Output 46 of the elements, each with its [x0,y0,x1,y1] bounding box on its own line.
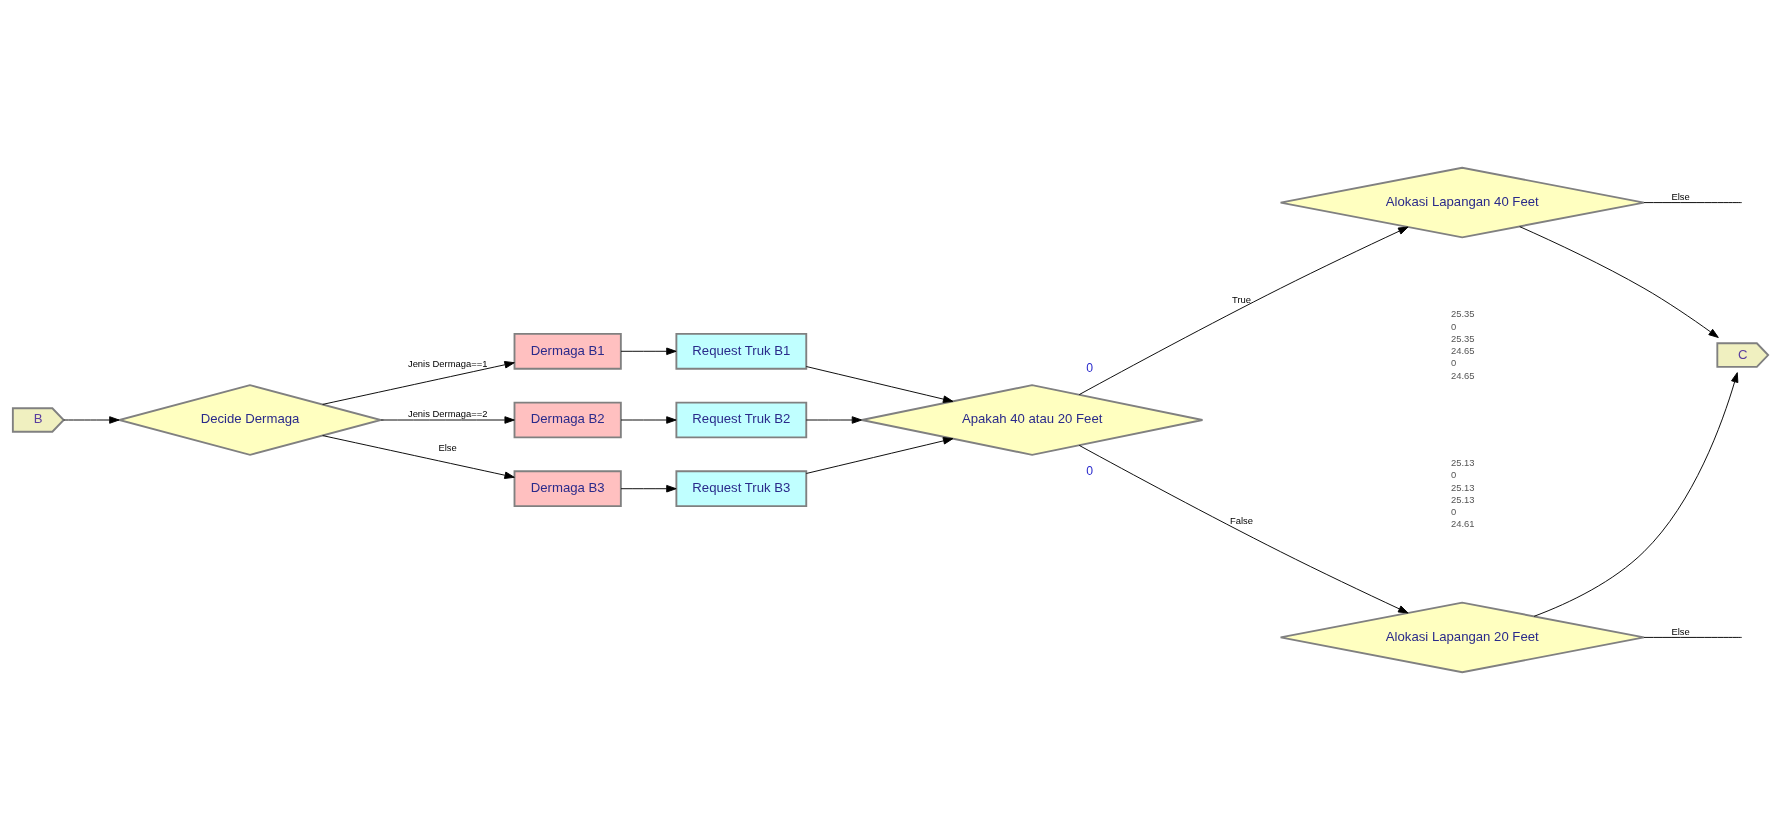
label: 24.61 [1450,517,1475,529]
node-box: Dermaga B2 [513,401,622,438]
connector [1643,636,1743,638]
node-label: 0 [1086,359,1093,374]
node-box: Dermaga B1 [513,332,622,370]
edge-label: Jenis Dermaga==1 [407,357,488,369]
arrow [63,415,120,424]
label: 0 [1450,505,1457,517]
arrow [1078,226,1409,395]
node-diamond: Alokasi Lapangan 40 Feet [1279,166,1645,238]
connector [1643,201,1743,203]
label: 25.13 [1450,456,1475,468]
label: 24.65 [1450,369,1475,381]
arrow [1519,225,1719,338]
arrow [322,360,515,405]
label: 25.13 [1450,481,1475,493]
edge-label: Else [1671,190,1690,202]
arrow [620,415,677,424]
label: 25.35 [1450,307,1475,319]
label: 0 [1450,468,1457,480]
arrow [322,434,515,479]
arrow [1078,444,1409,613]
label: 0 [1450,320,1457,332]
node-box: Request Truk B2 [675,401,808,438]
label: 25.35 [1450,332,1475,344]
label: 24.65 [1450,344,1475,356]
node-label: 0 [1086,463,1093,478]
edge-label: Else [1671,625,1690,637]
arrow [380,415,515,424]
arrow [805,436,954,474]
label: 0 [1450,356,1457,368]
arrow [620,484,677,492]
node-diamond: Apakah 40 atau 20 Feet [860,383,1204,456]
edge-label: True [1232,293,1252,305]
label: 25.13 [1450,493,1475,505]
arrow [620,347,677,355]
arrow [805,415,863,424]
arrow [805,365,954,403]
node-diamond: Alokasi Lapangan 20 Feet [1279,601,1645,673]
edge-label: Jenis Dermaga==2 [407,407,488,419]
edge-label: False [1230,514,1254,526]
arrow [1533,371,1739,617]
node-box: Dermaga B3 [513,469,622,507]
node-box: Request Truk B1 [675,332,808,370]
node-box: Request Truk B3 [675,469,808,507]
edge-label: Else [438,441,457,453]
